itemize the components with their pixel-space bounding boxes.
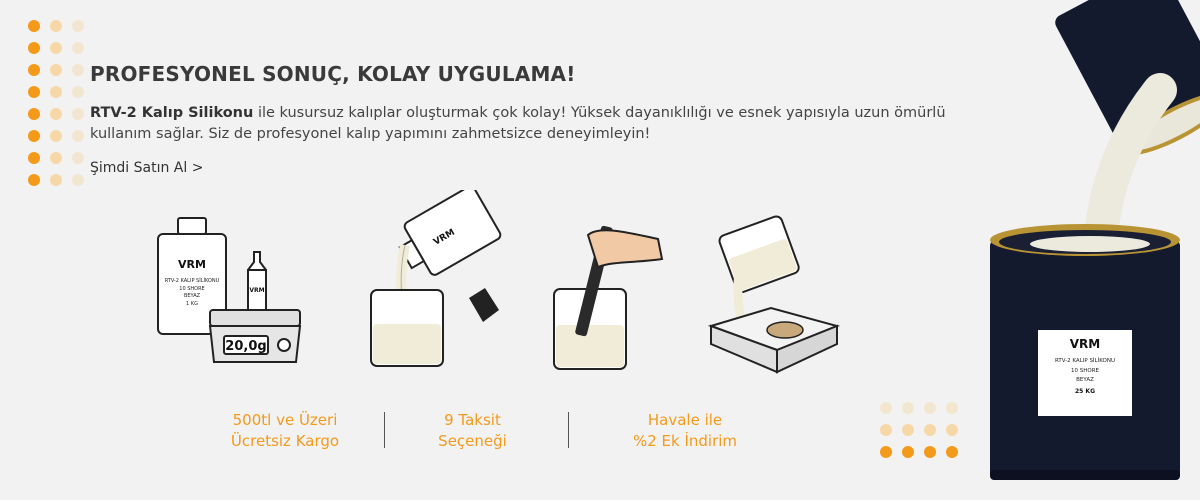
decorative-dots-bottom-right <box>880 402 958 458</box>
decorative-dots-top-left <box>28 20 84 186</box>
can-brand-label: VRM <box>1070 337 1100 351</box>
silicone-can-illustration: VRM RTV-2 KALIP SİLİKONU 10 SHORE BEYAZ … <box>990 0 1200 480</box>
product-name: RTV-2 Kalıp Silikonu <box>90 105 254 121</box>
buy-now-link[interactable]: Şimdi Satın Al > <box>90 160 204 176</box>
step-stir-illustration <box>553 225 664 370</box>
headline: PROFESYONEL SONUÇ, KOLAY UYGULAMA! <box>90 62 576 86</box>
description: RTV-2 Kalıp Silikonu ile kusursuz kalıpl… <box>90 103 1010 145</box>
step-pour-illustration: VRM <box>370 190 502 367</box>
hardener-label: VRM <box>249 287 264 294</box>
step-mold-illustration <box>707 215 841 374</box>
bottle-weight-label: 1 KG <box>186 301 198 307</box>
bottle-shore-label: 10 SHORE <box>179 286 204 292</box>
can-shore-label: 10 SHORE <box>1071 368 1100 374</box>
scale-readout: 20,0g <box>225 339 266 354</box>
can-color-label: BEYAZ <box>1076 377 1094 383</box>
step-weigh-illustration: VRM RTV-2 KALIP SİLİKONU 10 SHORE BEYAZ … <box>157 217 302 363</box>
bottle-color-label: BEYAZ <box>184 293 201 299</box>
benefit-1-line-1: 500tl ve Üzeri <box>232 411 338 429</box>
benefit-divider-2 <box>568 412 569 448</box>
benefit-divider-1 <box>384 412 385 448</box>
bottle-brand-label: VRM <box>178 258 206 271</box>
benefit-1-line-2: Ücretsiz Kargo <box>230 432 340 450</box>
benefit-3-line-2: %2 Ek İndirim <box>632 432 738 450</box>
description-line-2: kullanım sağlar. Siz de profesyonel kalı… <box>90 126 651 142</box>
description-line-1: ile kusursuz kalıplar oluşturmak çok kol… <box>253 105 946 121</box>
can-product-label: RTV-2 KALIP SİLİKONU <box>1055 357 1115 364</box>
bottle-product-label: RTV-2 KALIP SİLİKONU <box>165 277 220 284</box>
benefit-transfer-discount: Havale ile %2 Ek İndirim <box>600 410 770 452</box>
benefit-installments: 9 Taksit Seçeneği <box>400 410 545 452</box>
benefit-free-shipping: 500tl ve Üzeri Ücretsiz Kargo <box>200 410 370 452</box>
benefit-2-line-1: 9 Taksit <box>444 411 501 429</box>
benefit-3-line-1: Havale ile <box>647 411 723 429</box>
can-weight-label: 25 KG <box>1075 388 1095 395</box>
benefit-2-line-2: Seçeneği <box>438 432 507 450</box>
